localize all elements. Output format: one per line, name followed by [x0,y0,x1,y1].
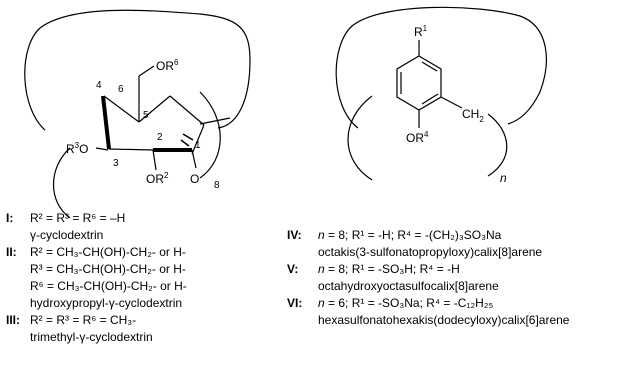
label-c3: 3 [113,158,119,169]
formula-II-r6: R⁶ = CH₃-CH(OH)-CH₂- or H- [30,279,187,293]
repeat-bracket-close [199,91,221,179]
label-or4: OR4 [406,130,429,145]
compound-key-I: I: [6,211,14,225]
repeat-bracket-open [52,147,71,219]
label-or2: OR2 [146,171,169,186]
legend-entry-II: II: R² = CH₃-CH(OH)-CH₂- or H- [6,244,187,261]
cyclodextrin-structure [24,9,251,219]
label-r3o: R3O [66,141,88,156]
calixarene-structure [335,6,547,181]
macrocycle-outline-left [24,9,251,131]
repeat-bracket-close-right [487,113,508,177]
legend-entry-I: I: R² = R³ = R⁶ = –H [6,210,187,227]
repeat-bracket-open-right [347,95,373,181]
legend-entry-V: V: n = 8; R¹ = -SO₃H; R⁴ = -H [287,261,569,278]
formula-II-r3: R³ = CH₃-CH(OH)-CH₂- or H- [30,262,186,276]
compound-name-IV: octakis(3-sulfonatopropyloxy)calix[8]are… [318,245,543,259]
calixarene-labels: R1 CH2 OR4 n [406,24,507,185]
compound-name-III: trimethyl-γ-cyclodextrin [30,330,153,344]
label-c5: 5 [143,110,149,121]
label-c4: 4 [96,80,102,91]
formula-V: n = 8; R¹ = -SO₃H; R⁴ = -H [318,262,460,276]
legend-entry-III: III: R² = R³ = R⁶ = CH₃- [6,312,187,329]
compound-name-VI: hexasulfonatohexakis(dodecyloxy)calix[6]… [318,313,570,327]
formula-IV: n = 8; R¹ = -H; R⁴ = -(CH₂)₃SO₃Na [318,228,502,242]
compound-key-III: III: [6,313,20,327]
cyclodextrin-labels: OR6 6 4 5 2 1 3 R3O OR2 O 8 [66,58,220,191]
label-r1: R1 [414,24,428,39]
compound-name-V: octahydroxyoctasulfocalix[8]arene [318,279,499,293]
label-repeat-8: 8 [214,180,220,191]
compound-key-II: II: [6,245,17,259]
legend-cyclodextrins: I: R² = R³ = R⁶ = –H γ-cyclodextrin II: … [6,210,187,346]
formula-I: R² = R³ = R⁶ = –H [30,211,126,225]
label-or6: OR6 [156,58,179,73]
macrocycle-outline-right [335,6,547,129]
label-ring-oxygen: O [190,172,199,186]
label-repeat-n: n [500,171,507,185]
formula-II-r2: R² = CH₃-CH(OH)-CH₂- or H- [30,245,186,259]
formula-III: R² = R³ = R⁶ = CH₃- [30,313,137,327]
legend-entry-IV: IV: n = 8; R¹ = -H; R⁴ = -(CH₂)₃SO₃Na [287,227,569,244]
compound-key-V: V: [287,262,299,276]
label-c1: 1 [195,140,201,151]
legend-calixarenes: IV: n = 8; R¹ = -H; R⁴ = -(CH₂)₃SO₃Na oc… [287,227,569,329]
legend-entry-VI: VI: n = 6; R¹ = -SO₃Na; R⁴ = -C₁₂H₂₅ [287,295,569,312]
compound-name-I: γ-cyclodextrin [30,228,104,242]
compound-key-VI: VI: [287,296,303,310]
label-c2: 2 [157,132,163,143]
label-ch2: CH2 [462,107,484,124]
label-c6: 6 [118,84,124,95]
compound-key-IV: IV: [287,228,302,242]
formula-VI: n = 6; R¹ = -SO₃Na; R⁴ = -C₁₂H₂₅ [318,296,494,310]
compound-name-II: hydroxypropyl-γ-cyclodextrin [30,296,183,310]
